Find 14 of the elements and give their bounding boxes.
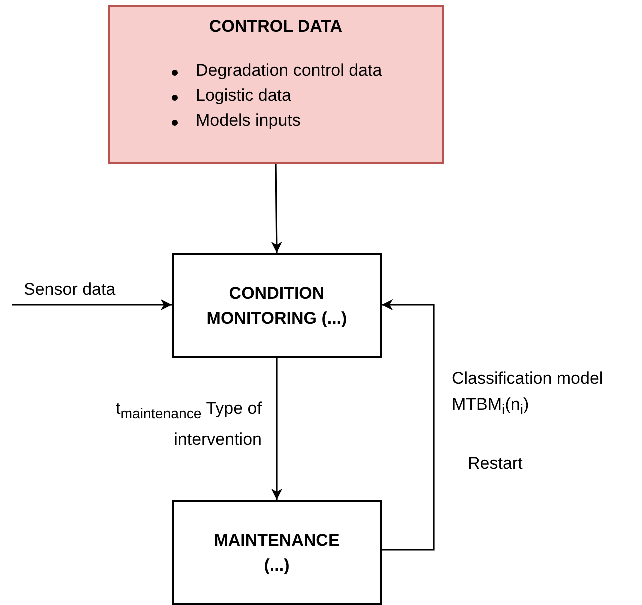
- edge-label: Classification model MTBM$_{i}$(n$_{i}$): [452, 368, 604, 420]
- arrow: [382, 299, 435, 551]
- data-box: [108, 5, 444, 164]
- arrow: [271, 164, 282, 253]
- list-item: Logistic data: [196, 86, 292, 106]
- process-box: [172, 500, 382, 605]
- box-title: CONTROL DATA: [208, 17, 344, 37]
- list-item: Models inputs: [196, 111, 301, 131]
- arrow: [271, 358, 283, 500]
- process-box: [172, 253, 382, 358]
- box-title: CONDITION MONITORING (...): [206, 282, 348, 330]
- list-item: Degradation control data: [196, 61, 382, 81]
- box-title: MAINTENANCE (...): [213, 530, 341, 576]
- arrow: [12, 299, 172, 311]
